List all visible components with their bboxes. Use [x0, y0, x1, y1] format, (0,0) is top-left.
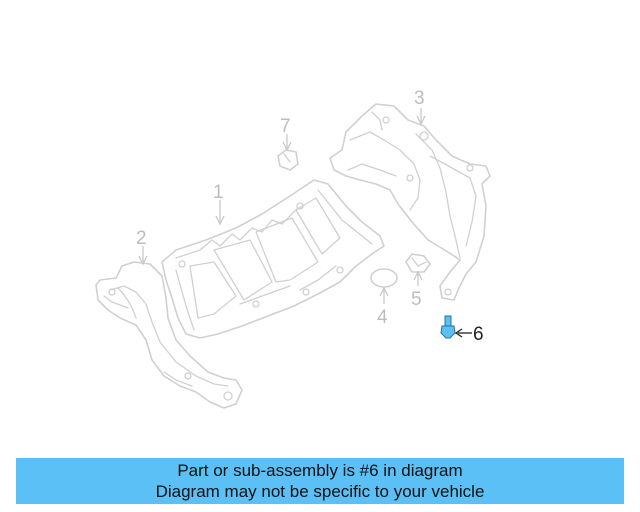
part-4-grommet: [370, 268, 398, 288]
info-banner: Part or sub-assembly is #6 in diagram Di…: [16, 458, 624, 504]
banner-line-2: Diagram may not be specific to your vehi…: [155, 482, 485, 501]
callout-3: 3: [414, 88, 425, 109]
arrow-2: [138, 255, 148, 266]
callout-7: 7: [280, 116, 291, 137]
arrow-6: [454, 328, 463, 338]
part-1-engine-undercover: [161, 179, 385, 339]
part-3-right-shield: [329, 103, 491, 301]
callout-5: 5: [411, 289, 422, 310]
arrow-3: [416, 115, 426, 126]
callout-6: 6: [473, 324, 484, 345]
banner-line-1: Part or sub-assembly is #6 in diagram: [177, 461, 463, 480]
callout-4: 4: [377, 307, 388, 328]
arrow-7: [282, 141, 292, 152]
callout-2: 2: [136, 228, 147, 249]
parts-diagram: 1 2 3 4 5 7 6: [95, 88, 491, 409]
part-6-bolt: [440, 315, 456, 339]
arrow-4: [379, 286, 389, 297]
arrow-1: [215, 215, 225, 226]
callout-1: 1: [213, 182, 224, 203]
part-5-clip: [405, 253, 431, 273]
part-7-clip: [277, 149, 299, 171]
arrow-5: [413, 270, 423, 281]
